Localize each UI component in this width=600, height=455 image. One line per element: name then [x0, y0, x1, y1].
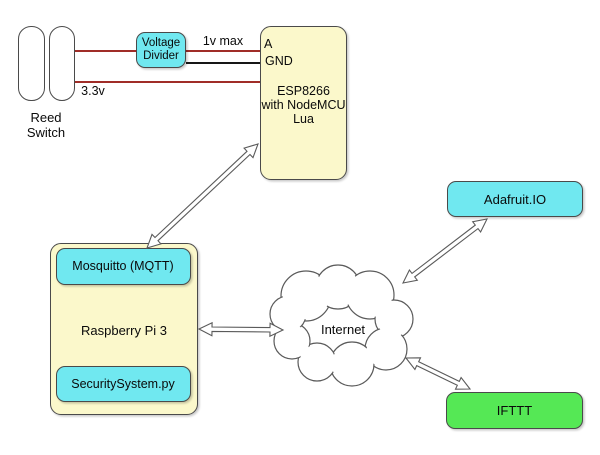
wire-label-3v3: 3.3v: [81, 84, 105, 98]
internet-label: Internet: [320, 322, 366, 337]
raspberry-pi-label: Raspberry Pi 3: [81, 323, 167, 338]
reed-switch-right-contact: [49, 26, 75, 101]
esp8266-node: A GND ESP8266 with NodeMCU Lua: [260, 26, 347, 180]
securitysystem-node: SecuritySystem.py: [55, 365, 191, 402]
esp-pin-gnd-label: GND: [265, 54, 293, 68]
mosquitto-label: Mosquitto (MQTT): [72, 259, 174, 273]
reed-switch-label: Reed Switch: [26, 110, 66, 140]
esp-pin-a-label: A: [264, 37, 273, 51]
securitysystem-label: SecuritySystem.py: [71, 376, 175, 391]
mosquitto-node: Mosquitto (MQTT): [55, 247, 191, 285]
voltage-divider-label: Voltage Divider: [141, 36, 181, 63]
raspberry-pi-node: Mosquitto (MQTT) Raspberry Pi 3 Security…: [50, 243, 198, 415]
adafruit-node: Adafruit.IO: [447, 181, 583, 217]
esp8266-label: ESP8266 with NodeMCU Lua: [261, 84, 346, 126]
ifttt-label: IFTTT: [496, 403, 533, 418]
ifttt-node: IFTTT: [446, 392, 583, 429]
wire-label-1v-max: 1v max: [202, 34, 244, 48]
voltage-divider-node: Voltage Divider: [136, 32, 186, 68]
reed-switch-left-contact: [18, 26, 45, 101]
adafruit-label: Adafruit.IO: [483, 191, 547, 207]
